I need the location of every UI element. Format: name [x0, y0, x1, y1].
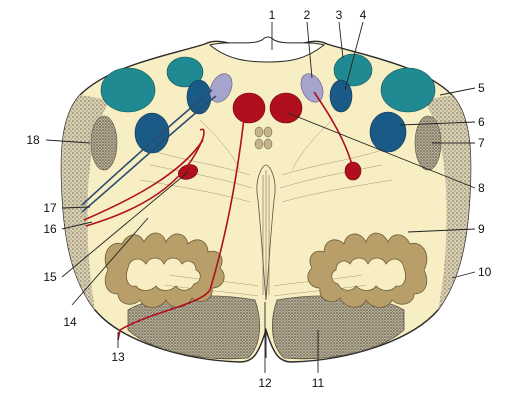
label-12: 12 — [258, 376, 272, 390]
label-14: 14 — [63, 315, 77, 329]
tract-blue-2 — [81, 95, 217, 213]
lavender-nucleus-right — [300, 73, 324, 103]
blue-nucleus-right-upper — [329, 79, 353, 113]
small-midline-nuclei — [254, 126, 273, 150]
teal-nucleus-left-lateral — [100, 67, 156, 113]
label-18: 18 — [26, 133, 40, 147]
olive-right — [307, 232, 428, 308]
label-11: 11 — [312, 376, 325, 390]
labels: 1 2 3 4 5 6 7 8 9 10 11 12 13 14 15 16 1… — [26, 8, 491, 390]
tract-blue-1 — [81, 89, 213, 206]
teal-nucleus-left-medial — [166, 56, 204, 88]
label-8: 8 — [478, 181, 485, 195]
label-2: 2 — [304, 8, 311, 22]
raphe-lines — [262, 170, 270, 300]
lateral-granular-right — [424, 95, 471, 310]
label-10: 10 — [478, 265, 492, 279]
teal-nucleus-right-medial — [333, 53, 373, 87]
leader-lines — [45, 21, 476, 373]
label-5: 5 — [478, 81, 485, 95]
olive-left — [104, 232, 225, 308]
fibre-texture — [139, 119, 393, 297]
red-nucleus-left — [232, 92, 266, 124]
lavender-nucleus-left — [209, 73, 233, 103]
tract-red-hypoglossal — [117, 117, 245, 341]
midline-raphe — [256, 164, 276, 301]
fourth-ventricle-notch — [208, 36, 326, 63]
teal-nucleus-right-lateral — [380, 67, 436, 113]
lateral-oval-left — [90, 115, 118, 171]
label-17: 17 — [43, 201, 57, 215]
label-9: 9 — [478, 222, 485, 236]
label-4: 4 — [360, 8, 367, 22]
red-nucleus-right — [269, 92, 303, 124]
label-6: 6 — [478, 115, 485, 129]
blue-nucleus-left-lower — [134, 112, 170, 154]
label-13: 13 — [111, 350, 125, 364]
label-3: 3 — [336, 8, 343, 22]
tract-red-1 — [83, 139, 204, 221]
label-15: 15 — [43, 270, 57, 284]
small-red-nucleus-right — [344, 161, 362, 181]
label-7: 7 — [478, 136, 485, 150]
label-1: 1 — [269, 8, 276, 22]
label-16: 16 — [43, 222, 57, 236]
blue-nucleus-right-lower — [369, 111, 407, 153]
tract-red-right — [313, 91, 353, 166]
tract-red-2 — [85, 128, 205, 227]
